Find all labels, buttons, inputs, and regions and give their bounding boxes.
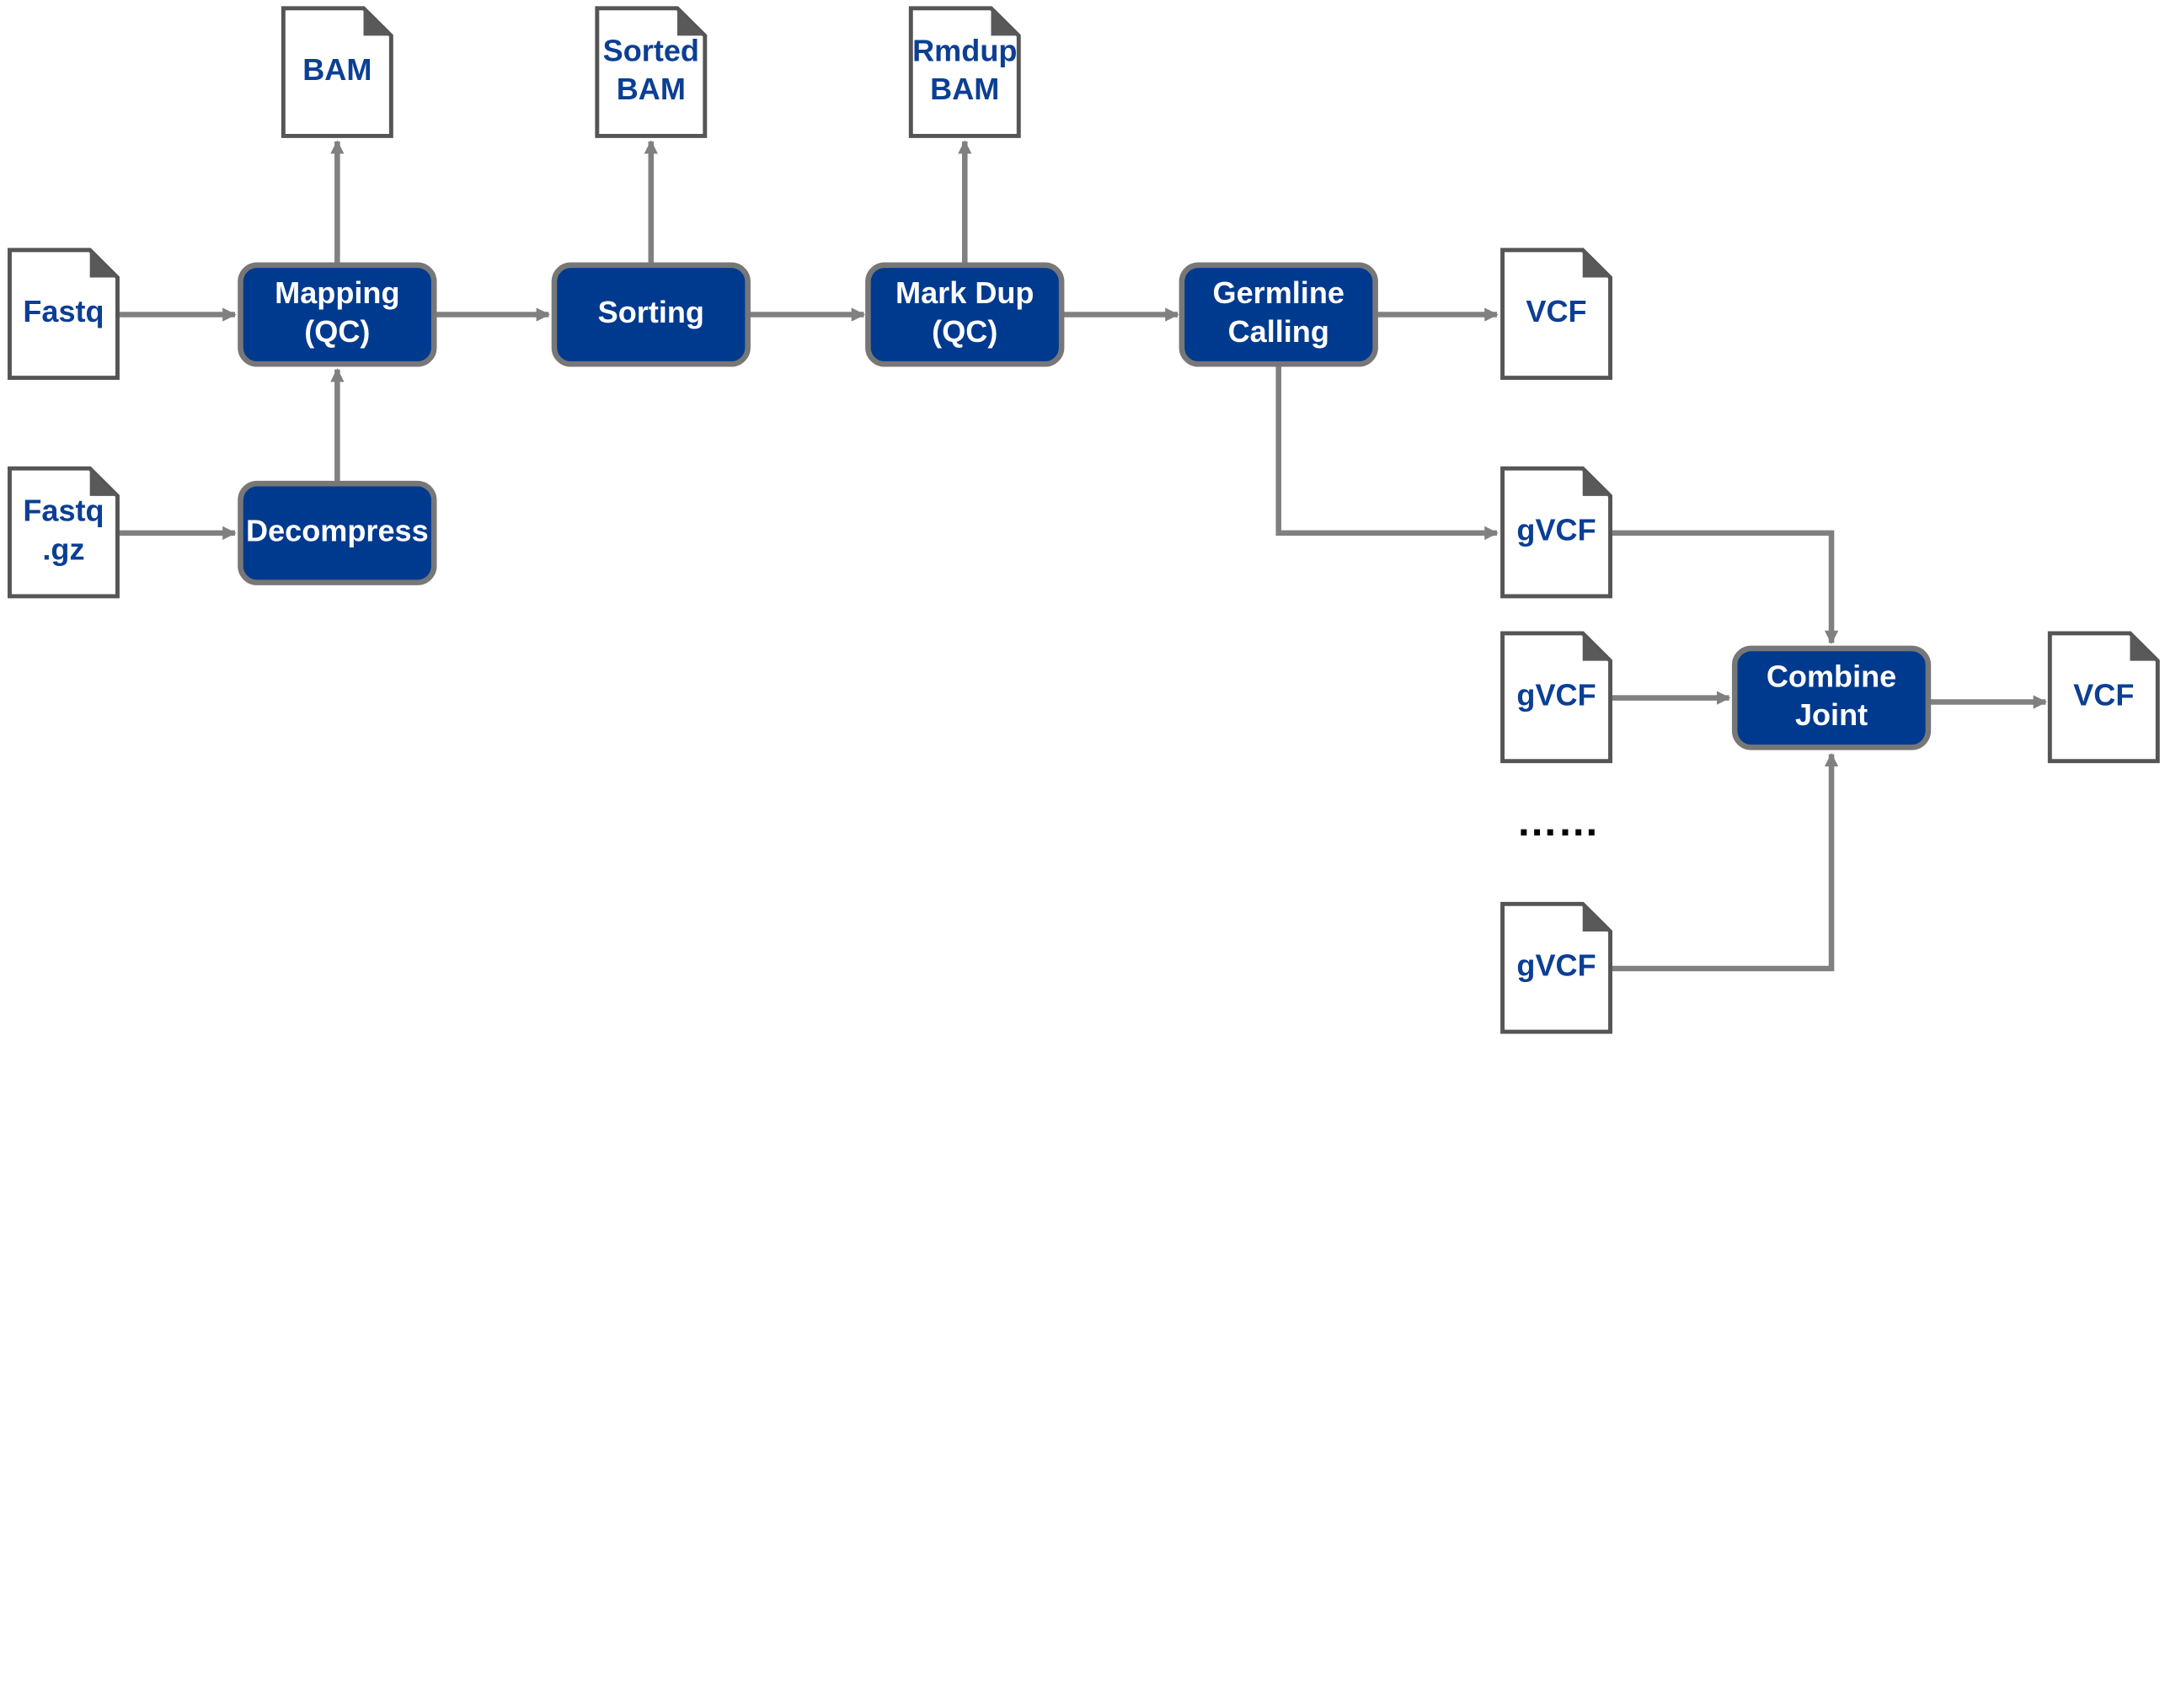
label-line: VCF	[1526, 294, 1586, 328]
file-gvcf-3: gVCF	[1500, 901, 1612, 1034]
connectors	[117, 140, 2048, 972]
file-fastq-gz: Fastq.gz	[8, 466, 120, 599]
process-label-mark-dup: Mark Dup (QC)	[895, 275, 1034, 349]
label-line: Mark Dup	[895, 275, 1034, 310]
file-vcf-2: VCF	[2047, 631, 2160, 764]
label-line: .gz	[42, 531, 84, 566]
label-line: Sorting	[598, 295, 704, 329]
label-line: Mapping	[275, 275, 399, 310]
label-line: Decompress	[246, 513, 429, 547]
file-label-vcf-2: VCF	[2073, 677, 2134, 712]
label-line: gVCF	[1516, 948, 1596, 983]
file-fastq: Fastq	[8, 248, 120, 381]
label-line: Rmdup	[912, 33, 1017, 67]
label-line: Fastq	[23, 494, 104, 528]
label-line: Combine	[1767, 659, 1896, 693]
label-line: Sorted	[603, 33, 699, 67]
file-label-vcf-1: VCF	[1526, 294, 1586, 328]
arrow-germline-to-gvcf	[1275, 364, 1499, 541]
label-line: gVCF	[1516, 513, 1596, 547]
label-line: Joint	[1795, 697, 1868, 732]
process-decompress: Decompress	[238, 480, 437, 585]
process-label-sorting: Sorting	[598, 295, 704, 329]
process-sorting: Sorting	[551, 262, 751, 367]
file-vcf-1: VCF	[1500, 248, 1612, 381]
label-line: BAM	[930, 72, 999, 106]
process-mark-dup: Mark Dup (QC)	[865, 262, 1065, 367]
label-line: Germline	[1213, 275, 1344, 310]
file-label-fastq-gz: Fastq.gz	[23, 494, 104, 567]
label-line: BAM	[617, 72, 686, 106]
arrow-gvcf3-to-combine	[1610, 752, 1839, 972]
file-label-gvcf-3: gVCF	[1516, 948, 1596, 983]
label-line: BAM	[302, 52, 372, 87]
file-label-gvcf-2: gVCF	[1516, 677, 1596, 712]
label-line: Calling	[1228, 314, 1329, 349]
file-bam: BAM	[281, 6, 393, 138]
process-label-decompress: Decompress	[246, 513, 429, 547]
label-line: gVCF	[1516, 677, 1596, 712]
label-line: Fastq	[23, 294, 104, 328]
ellipsis: ……	[1516, 799, 1599, 845]
process-mapping: Mapping (QC)	[238, 262, 437, 367]
file-label-fastq: Fastq	[23, 294, 104, 328]
process-label-mapping: Mapping (QC)	[275, 275, 399, 349]
file-label-gvcf-1: gVCF	[1516, 513, 1596, 547]
label-line: (QC)	[304, 314, 370, 349]
file-gvcf-2: gVCF	[1500, 631, 1612, 764]
label-line: (QC)	[932, 314, 997, 349]
file-label-bam: BAM	[302, 52, 372, 87]
file-gvcf-1: gVCF	[1500, 466, 1612, 599]
arrow-gvcf1-to-combine	[1610, 530, 1839, 645]
label-line: VCF	[2073, 677, 2134, 712]
